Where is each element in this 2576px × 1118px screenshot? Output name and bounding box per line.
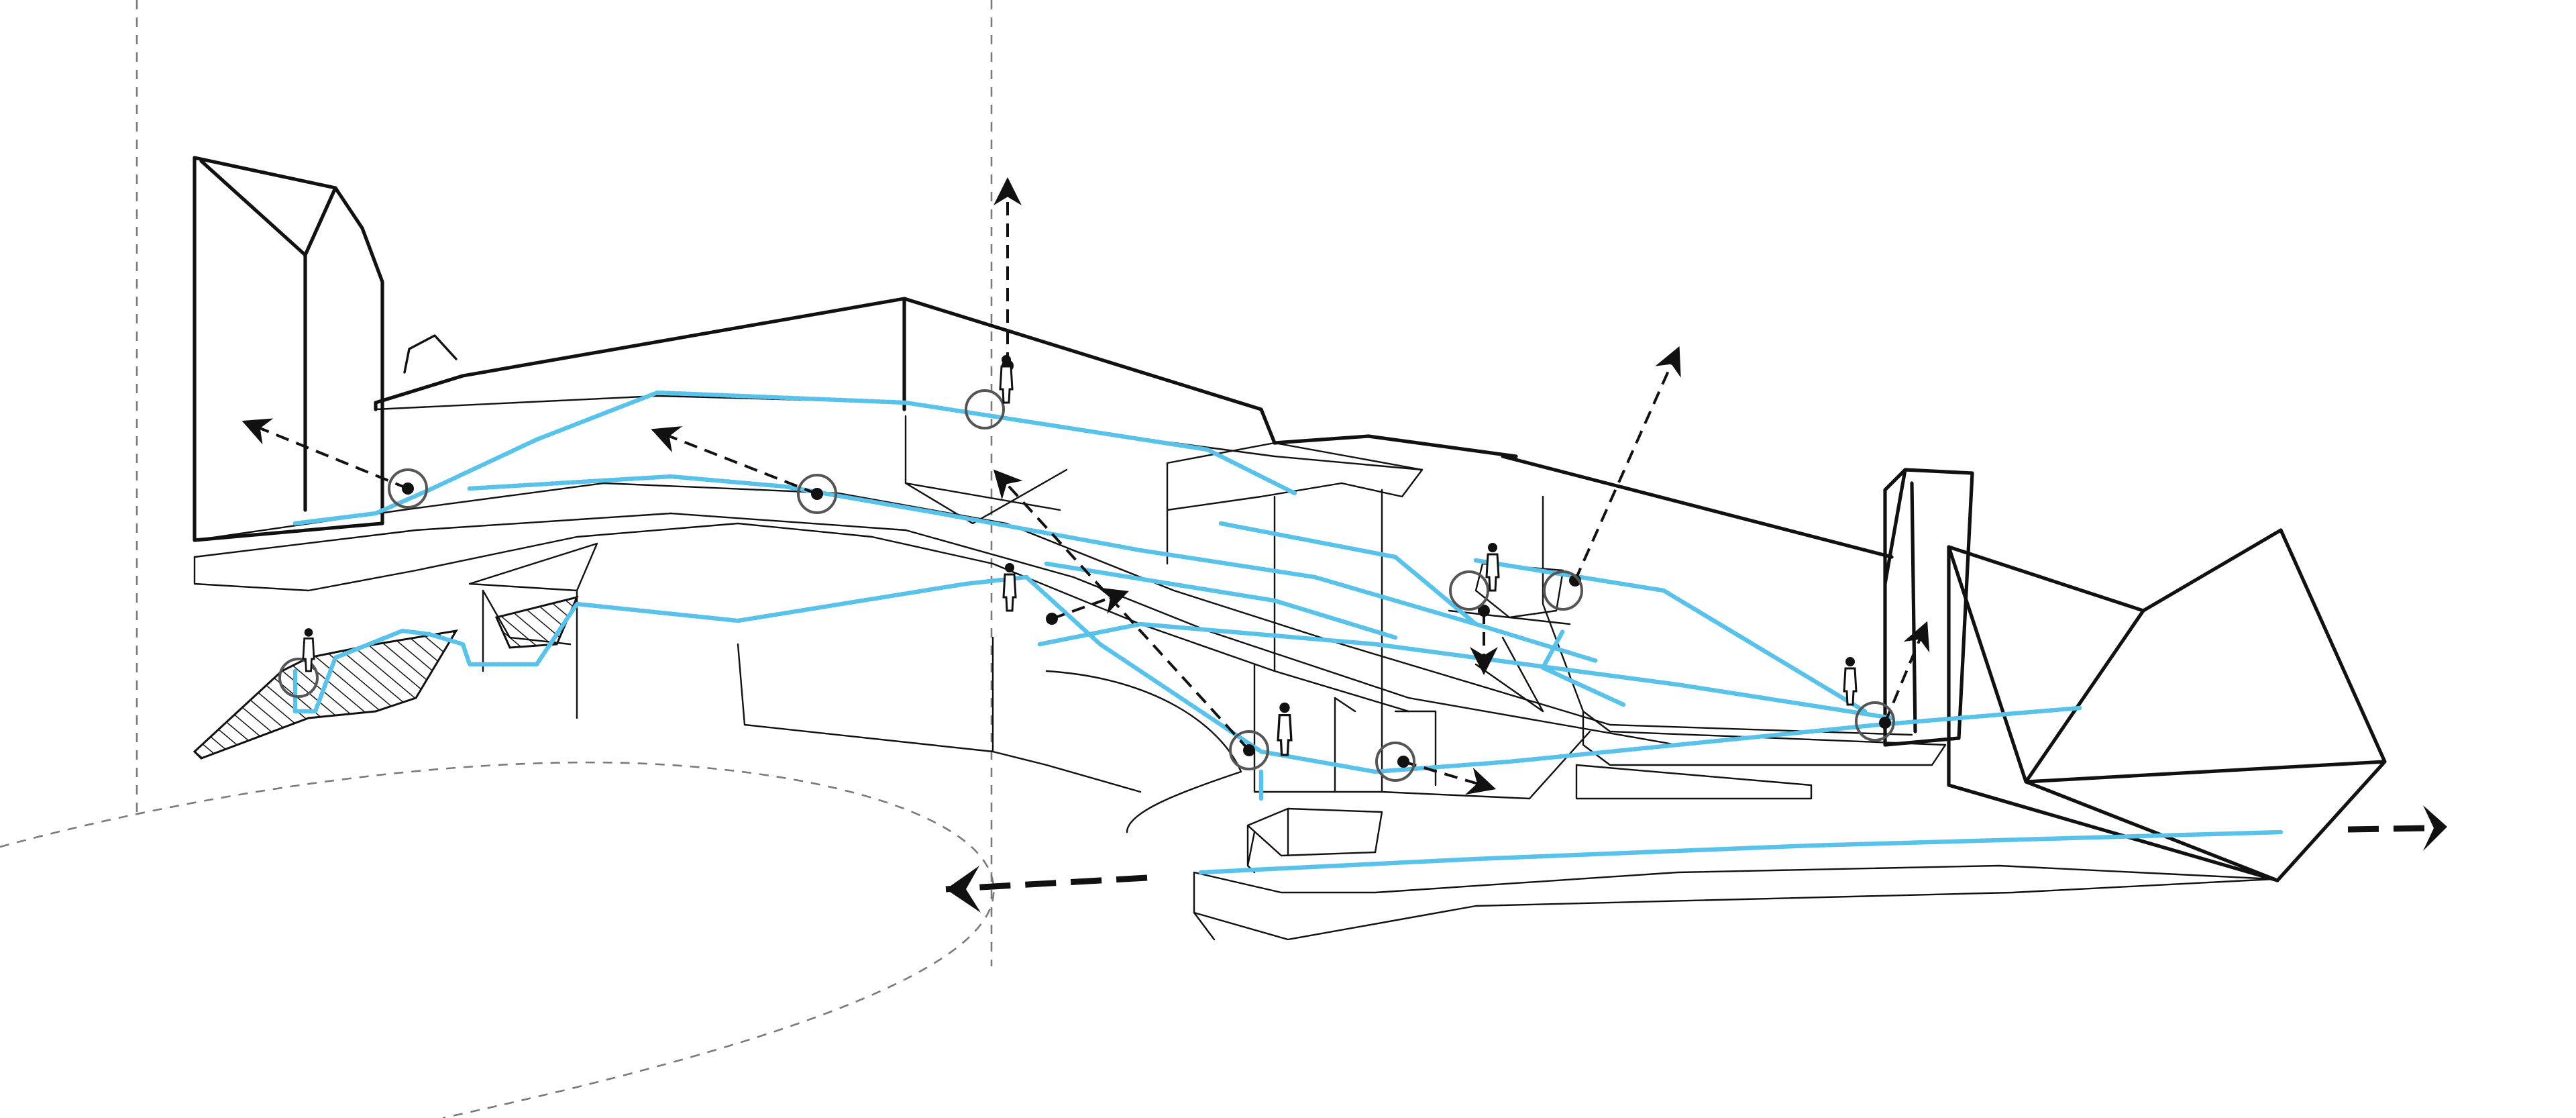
person-figures — [302, 355, 1858, 756]
east-roof — [1273, 434, 1894, 559]
person-body-icon — [1843, 667, 1858, 706]
upper-floor-slab — [193, 482, 1913, 736]
sightline-origin-dot-7 — [1478, 605, 1490, 617]
flow-arrowhead-east — [2423, 805, 2447, 851]
circulation-path-6 — [1198, 829, 2284, 875]
viewpoint-marker-1 — [388, 468, 428, 509]
sightline-arrow-9 — [1884, 621, 1930, 723]
east-terrace — [1582, 710, 1947, 766]
building-outline — [193, 156, 2387, 941]
sightline-arrows — [241, 177, 1930, 795]
ground-shading — [1575, 764, 1813, 800]
person-figure-6 — [1843, 657, 1858, 706]
viewpoint-marker-9 — [278, 658, 319, 698]
sightline-arrow-2 — [651, 426, 818, 495]
main-roof — [374, 297, 1277, 445]
gallery-bay — [904, 415, 1068, 525]
person-figure-3 — [1002, 563, 1017, 612]
viewpoint-marker-3 — [965, 389, 1005, 429]
east-tower — [1883, 468, 1974, 747]
roof-edge-inner — [374, 395, 1424, 471]
circulation-path — [292, 390, 2284, 875]
person-head-icon — [1279, 702, 1290, 713]
guide-site-boundary — [0, 761, 995, 1118]
sightline-origin-dot-2 — [811, 488, 823, 500]
flow-arrow-west — [945, 874, 1148, 893]
ground-doors — [1253, 663, 1437, 793]
person-body-icon — [302, 638, 315, 672]
level-two-edge — [193, 522, 1410, 713]
west-tower — [193, 156, 384, 542]
sightline-origin-dot-9 — [1879, 717, 1891, 729]
viewpoint-marker-7 — [1543, 570, 1583, 611]
sightline-arrow-6 — [1051, 587, 1129, 620]
entrance-bench — [1246, 807, 1383, 867]
person-body-icon — [999, 365, 1014, 404]
person-head-icon — [1488, 543, 1497, 552]
sightline-arrow-5 — [993, 469, 1250, 752]
viewpoint-markers — [278, 389, 1895, 782]
sightline-arrow-8 — [1403, 760, 1497, 795]
site-guides — [0, 0, 995, 1118]
viewpoint-marker-5 — [1375, 742, 1415, 782]
sightline-origin-dot-5 — [1243, 744, 1255, 756]
person-body-icon — [1277, 713, 1293, 756]
viewpoint-marker-2 — [797, 474, 837, 514]
viewpoint-marker-4 — [1229, 730, 1269, 770]
flow-arrow-east — [2347, 825, 2429, 833]
person-head-icon — [1005, 563, 1014, 572]
sightline-arrow-1 — [241, 418, 409, 490]
person-head-icon — [1002, 355, 1011, 364]
person-figure-2 — [999, 355, 1014, 404]
circulation-path-2 — [292, 390, 1297, 526]
curved-balcony — [1045, 670, 1242, 833]
west-stair-hatch — [193, 629, 458, 760]
person-body-icon — [1002, 573, 1017, 612]
flow-arrowhead-west — [946, 866, 981, 913]
core-opening — [1448, 562, 1571, 713]
circulation-path-7 — [1473, 558, 1868, 714]
east-crystal-volume — [1947, 528, 2387, 882]
person-head-icon — [1845, 657, 1855, 666]
person-figure-1 — [302, 628, 315, 672]
circulation-path-4 — [1037, 621, 1894, 721]
person-figure-4 — [1277, 702, 1293, 756]
circulation-path-8 — [1540, 628, 1626, 707]
roof-lantern — [403, 334, 458, 374]
viewpoint-marker-6 — [1449, 570, 1489, 611]
circulation-path-3 — [467, 474, 1599, 664]
circulation-path-10 — [1218, 521, 1479, 627]
sightline-origin-dot-8 — [1397, 756, 1409, 768]
sightline-arrow-4 — [1574, 346, 1681, 581]
sightline-origin-dot-6 — [1046, 613, 1058, 625]
circulation-path-1 — [292, 574, 2082, 774]
sightline-origin-dot-1 — [402, 482, 414, 495]
site-flow-arrows — [945, 805, 2447, 913]
upper-floor-underside — [193, 512, 1678, 746]
person-head-icon — [304, 628, 313, 637]
circulation-path-9 — [1044, 561, 1398, 640]
person-body-icon — [1485, 553, 1500, 592]
mid-terrace — [737, 636, 1142, 793]
person-figure-5 — [1485, 543, 1500, 592]
viewpoint-marker-8 — [1855, 701, 1895, 742]
